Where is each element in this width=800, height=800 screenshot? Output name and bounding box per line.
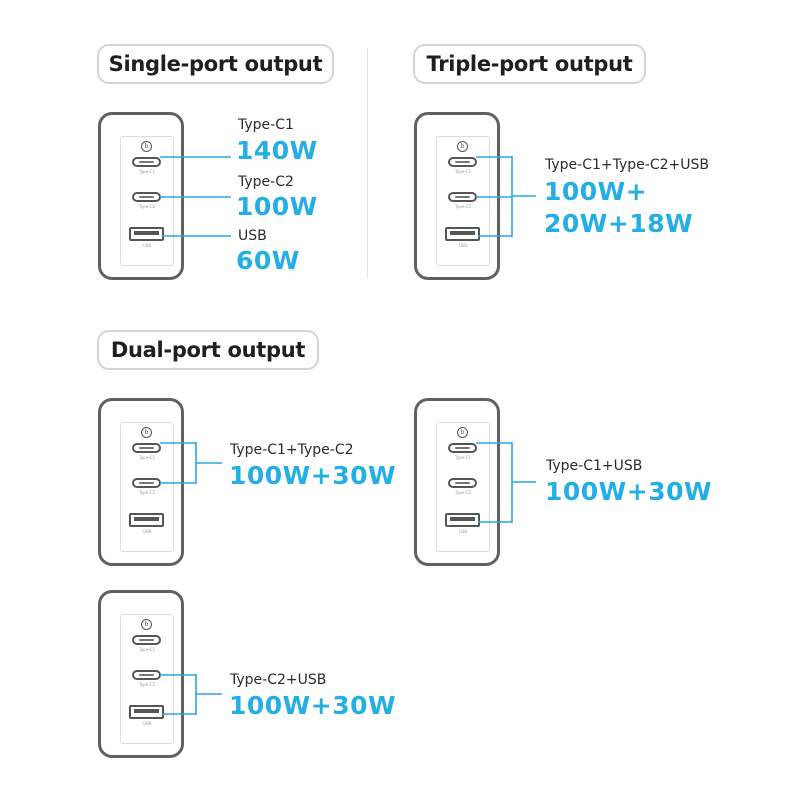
- charger-single: b Type-C1 Type-C2 USB: [98, 112, 184, 280]
- single-c2-label: Type-C2: [238, 174, 294, 190]
- port-type-c2-icon: [132, 478, 161, 488]
- single-c2-value: 100W: [236, 192, 318, 221]
- dual-c1-usb-label: Type-C1+USB: [546, 458, 643, 474]
- dual-c1-c2-value: 100W+30W: [229, 461, 397, 490]
- charger-dual-c1-c2: b Type-C1 Type-C2 USB: [98, 398, 184, 566]
- port-label-c1: Type-C1: [139, 169, 155, 174]
- port-label-c2: Type-C2: [139, 682, 155, 687]
- brand-logo-icon: b: [457, 141, 468, 152]
- single-port-title: Single-port output: [97, 44, 334, 84]
- port-label-usb: USB: [458, 243, 468, 248]
- port-label-c2: Type-C2: [139, 204, 155, 209]
- port-type-c2-icon: [448, 478, 477, 488]
- triple-port-title: Triple-port output: [413, 44, 646, 84]
- dual-c2-usb-value: 100W+30W: [229, 691, 397, 720]
- port-label-c1: Type-C1: [455, 169, 471, 174]
- section-divider: [367, 48, 368, 278]
- single-c1-value: 140W: [236, 136, 318, 165]
- port-type-c2-icon: [132, 670, 161, 680]
- brand-logo-icon: b: [141, 141, 152, 152]
- charger-face: b Type-C1 Type-C2 USB: [120, 136, 174, 266]
- port-type-c1-icon: [448, 443, 477, 453]
- port-type-c1-icon: [448, 157, 477, 167]
- port-label-usb: USB: [142, 721, 152, 726]
- brand-logo-icon: b: [141, 427, 152, 438]
- port-type-c1-icon: [132, 157, 161, 167]
- port-label-usb: USB: [142, 243, 152, 248]
- port-label-c1: Type-C1: [455, 455, 471, 460]
- port-label-c1: Type-C1: [139, 455, 155, 460]
- port-label-usb: USB: [142, 529, 152, 534]
- port-label-c2: Type-C2: [139, 490, 155, 495]
- port-type-c2-icon: [448, 192, 477, 202]
- port-type-c1-icon: [132, 443, 161, 453]
- dual-c2-usb-label: Type-C2+USB: [230, 672, 327, 688]
- charger-face: b Type-C1 Type-C2 USB: [120, 614, 174, 744]
- charger-dual-c2-usb: b Type-C1 Type-C2 USB: [98, 590, 184, 758]
- port-label-c2: Type-C2: [455, 204, 471, 209]
- port-type-c1-icon: [132, 635, 161, 645]
- charger-face: b Type-C1 Type-C2 USB: [436, 136, 490, 266]
- charger-triple: b Type-C1 Type-C2 USB: [414, 112, 500, 280]
- dual-port-title: Dual-port output: [97, 330, 319, 370]
- brand-logo-icon: b: [141, 619, 152, 630]
- port-usb-icon: [445, 513, 480, 527]
- single-usb-label: USB: [238, 228, 267, 244]
- triple-value-line1: 100W+: [544, 177, 648, 206]
- port-usb-icon: [129, 705, 164, 719]
- port-label-c2: Type-C2: [455, 490, 471, 495]
- dual-c1-c2-label: Type-C1+Type-C2: [230, 442, 354, 458]
- single-c1-label: Type-C1: [238, 117, 294, 133]
- port-label-c1: Type-C1: [139, 647, 155, 652]
- triple-label: Type-C1+Type-C2+USB: [545, 157, 709, 173]
- triple-value-line2: 20W+18W: [544, 209, 694, 238]
- port-label-usb: USB: [458, 529, 468, 534]
- dual-c1-usb-value: 100W+30W: [545, 477, 713, 506]
- single-usb-value: 60W: [236, 246, 300, 275]
- charger-face: b Type-C1 Type-C2 USB: [436, 422, 490, 552]
- port-usb-icon: [129, 227, 164, 241]
- charger-dual-c1-usb: b Type-C1 Type-C2 USB: [414, 398, 500, 566]
- port-type-c2-icon: [132, 192, 161, 202]
- port-usb-icon: [129, 513, 164, 527]
- charger-face: b Type-C1 Type-C2 USB: [120, 422, 174, 552]
- brand-logo-icon: b: [457, 427, 468, 438]
- port-usb-icon: [445, 227, 480, 241]
